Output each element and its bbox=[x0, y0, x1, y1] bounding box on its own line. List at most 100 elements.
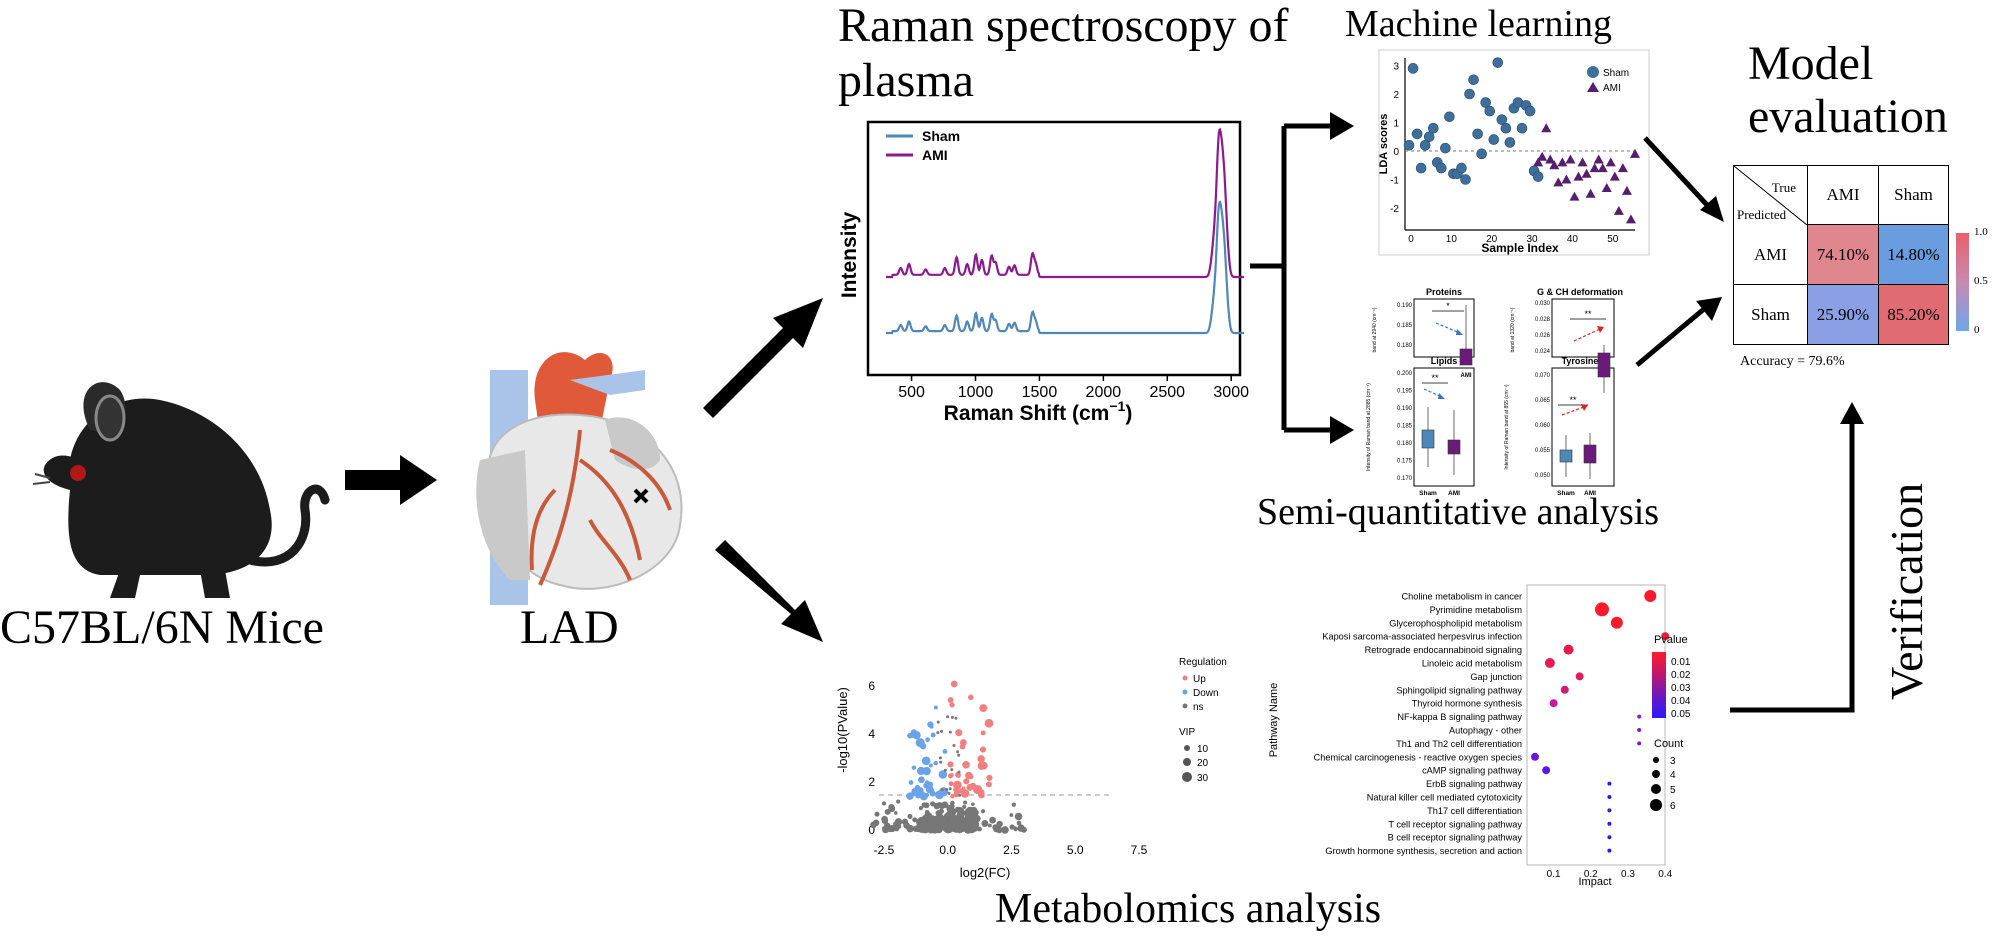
raman-ami-series bbox=[886, 127, 1244, 279]
pathway-point bbox=[1644, 590, 1657, 602]
pathway-name: Linoleic acid metabolism bbox=[1422, 659, 1522, 669]
tyrosine-tick: 0.050 bbox=[1535, 473, 1551, 479]
proteins-sig: * bbox=[1446, 301, 1450, 311]
lda-point-sham bbox=[1476, 148, 1487, 160]
volcano-point-up bbox=[984, 718, 994, 728]
lda-points bbox=[1403, 57, 1640, 224]
lda-point-sham bbox=[1411, 128, 1423, 140]
volcano-point-ns bbox=[996, 826, 1003, 834]
lipid-tick: 0.200 bbox=[1397, 371, 1413, 377]
volcano-point-up bbox=[980, 730, 986, 736]
lda-point-ami bbox=[1565, 154, 1576, 164]
vip-legend-10: 10 bbox=[1197, 744, 1209, 755]
volcano-point-down bbox=[919, 742, 927, 750]
volcano-point-ns bbox=[906, 824, 914, 833]
volcano-point-ns bbox=[894, 818, 903, 826]
volcano-point-up bbox=[947, 697, 954, 703]
confusion-matrix: True Predicted AMI Sham AMI Sham 74.10% … bbox=[1733, 165, 1949, 345]
volcano-points bbox=[870, 680, 1027, 834]
lda-ylabel: LDA scores bbox=[1378, 114, 1390, 175]
tyrosine-tick: 0.065 bbox=[1535, 398, 1551, 404]
lda-point-ami bbox=[1593, 154, 1604, 164]
volcano-point-ns bbox=[912, 817, 918, 823]
count-legend-5: 5 bbox=[1670, 785, 1676, 796]
pathway-bubble-plot: Pathway Name Choline metabolism in cance… bbox=[1268, 584, 1673, 888]
pathway-point bbox=[1661, 632, 1670, 641]
pvalue-tick-4: 0.04 bbox=[1671, 696, 1691, 707]
proteins-title: Proteins bbox=[1426, 287, 1462, 297]
lda-point-ami bbox=[1601, 183, 1612, 193]
lda-point-sham bbox=[1456, 162, 1467, 174]
volcano-point-up bbox=[953, 791, 960, 798]
confusion-cell-ami-ami: 74.10% bbox=[1807, 225, 1878, 285]
volcano-point-ns bbox=[937, 809, 942, 815]
volcano-point-ns bbox=[884, 808, 891, 815]
volcano-point-down bbox=[916, 766, 926, 776]
lipid-tick: 0.170 bbox=[1397, 476, 1413, 482]
volcano-point-ns bbox=[965, 824, 971, 830]
volcano-point-ns bbox=[874, 811, 880, 817]
lda-point-sham bbox=[1403, 140, 1415, 151]
lda-point-ami bbox=[1597, 163, 1608, 173]
lda-point-ami bbox=[1605, 157, 1616, 167]
lda-point-ami bbox=[1613, 205, 1624, 215]
volcano-point-up bbox=[985, 781, 992, 788]
volcano-point-ns bbox=[957, 753, 961, 757]
volcano-point-ns bbox=[947, 791, 951, 795]
lipid-tick: 0.185 bbox=[1397, 424, 1413, 430]
volcano-point-up bbox=[977, 755, 985, 763]
lda-xtick: 30 bbox=[1526, 234, 1538, 245]
pathway-name: Thyroid hormone synthesis bbox=[1412, 699, 1523, 709]
volcano-point-up bbox=[959, 739, 967, 746]
volcano-point-down bbox=[912, 731, 921, 740]
lda-point-sham bbox=[1496, 114, 1508, 125]
volcano-point-down bbox=[942, 749, 948, 754]
pathway-points bbox=[1531, 590, 1670, 853]
volcano-xtick: -2.5 bbox=[874, 843, 895, 857]
pvalue-tick-5: 0.05 bbox=[1671, 709, 1691, 720]
raman-title: Raman spectroscopy of plasma bbox=[838, 0, 1289, 108]
pathway-point bbox=[1607, 848, 1612, 853]
pathway-point bbox=[1637, 728, 1642, 732]
lda-legend-ami-marker bbox=[1587, 82, 1599, 92]
volcano-point-up bbox=[979, 704, 988, 713]
colorbar-tick-low: 0 bbox=[1974, 324, 1980, 336]
volcano-point-ns bbox=[1011, 802, 1016, 807]
pathway-name: Natural killer cell mediated cytotoxicit… bbox=[1367, 793, 1523, 803]
accuracy-label: Accuracy = 79.6% bbox=[1740, 354, 1845, 369]
confusion-corner: True Predicted bbox=[1733, 165, 1808, 226]
lda-xlabel: Sample Index bbox=[1481, 241, 1559, 255]
confusion-col-sham: Sham bbox=[1878, 166, 1948, 225]
volcano-point-ns bbox=[952, 743, 956, 747]
volcano-point-down bbox=[911, 765, 917, 770]
pathway-point bbox=[1610, 616, 1623, 629]
tyrosine-group-sham: Sham bbox=[1557, 490, 1575, 497]
volcano-point-ns bbox=[946, 826, 953, 834]
proteins-tick-1: 0.185 bbox=[1397, 323, 1413, 329]
pathway-point bbox=[1542, 766, 1551, 775]
lda-point-ami bbox=[1561, 174, 1572, 184]
volcano-legend-up: Up bbox=[1193, 674, 1206, 685]
volcano-point-down bbox=[938, 770, 948, 779]
volcano-xtick: 2.5 bbox=[1003, 843, 1020, 857]
lda-point-sham bbox=[1423, 131, 1435, 143]
volcano-point-ns bbox=[943, 826, 948, 832]
volcano-ytick: 0 bbox=[868, 823, 875, 837]
volcano-point-ns bbox=[872, 819, 880, 827]
volcano-point-ns bbox=[963, 800, 968, 805]
pathway-point bbox=[1607, 795, 1612, 799]
confusion-true-label: True bbox=[1772, 180, 1796, 195]
lda-point-ami bbox=[1589, 163, 1600, 173]
volcano-point-ns bbox=[969, 811, 974, 816]
pathway-xlabel: Impact bbox=[1578, 876, 1611, 888]
vip-legend-30-marker bbox=[1182, 772, 1192, 782]
volcano-point-up bbox=[977, 788, 985, 796]
colorbar-tick-mid: 0.5 bbox=[1974, 275, 1988, 287]
raman-xtick: 2500 bbox=[1149, 384, 1185, 401]
volcano-point-ns bbox=[957, 770, 961, 774]
